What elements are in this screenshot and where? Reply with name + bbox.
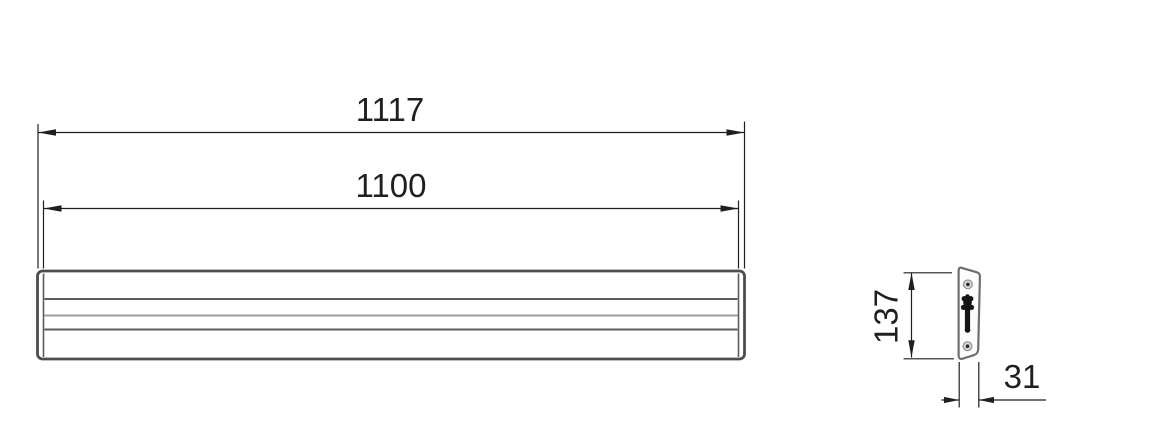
screw-hole-bottom-icon: [962, 341, 973, 352]
keyhole-slot-icon: [960, 294, 975, 333]
arrowhead-down: [908, 340, 915, 358]
arrowhead-inward-left: [944, 396, 960, 404]
dimension-side-depth: [941, 362, 1046, 408]
dimension-label-inner-length: 1100: [355, 167, 427, 204]
dimension-inner-length: [42, 200, 740, 269]
side-view: [957, 266, 982, 361]
arrowhead-up: [908, 272, 915, 290]
dimension-label-side-height: 137: [867, 288, 905, 345]
front-view: [36, 269, 746, 361]
dimension-overall-length: [37, 121, 746, 269]
dimension-side-height: [903, 272, 954, 360]
dimension-label-overall-length: 1117: [355, 91, 425, 128]
arrowhead-right: [720, 205, 739, 212]
arrowhead-right: [726, 129, 745, 136]
arrowhead-left: [43, 205, 62, 212]
arrowhead-inward-right: [978, 396, 994, 404]
screw-hole-top-icon: [962, 279, 973, 290]
arrowhead-left: [38, 129, 56, 136]
dimension-label-side-depth: 31: [1003, 358, 1041, 395]
